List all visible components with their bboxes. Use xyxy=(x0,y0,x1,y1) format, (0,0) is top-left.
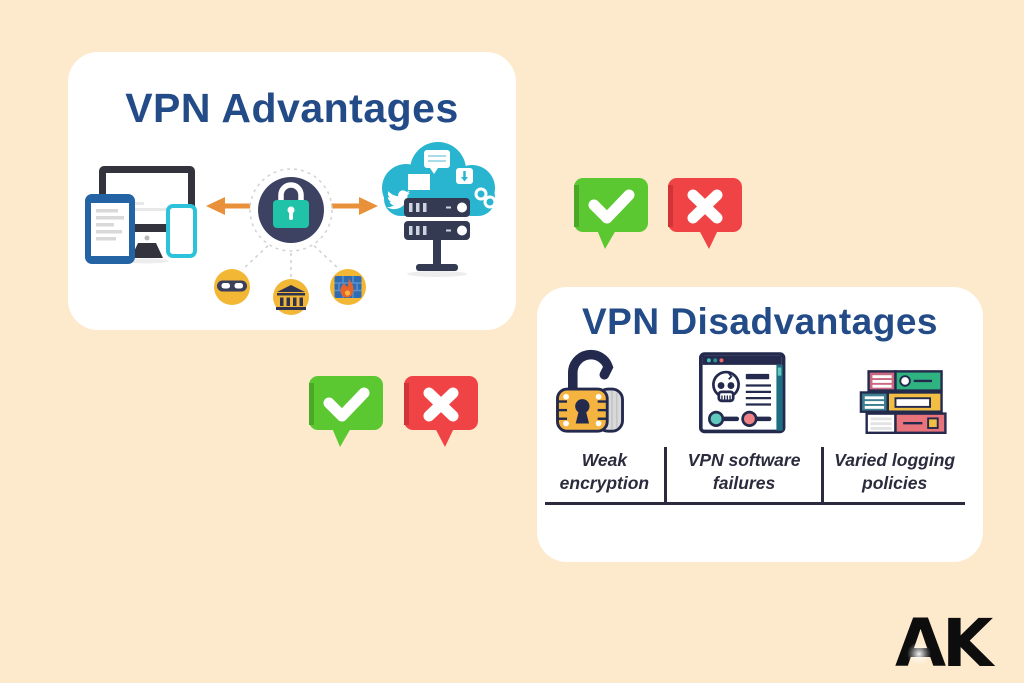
cross-bubble-icon xyxy=(668,178,742,249)
label-varied-logging-policies: Varied logging policies xyxy=(834,450,956,493)
label-weak-encryption: Weak encryption xyxy=(545,447,667,502)
vpn-disadvantages-card: VPN Disadvantages xyxy=(537,287,983,562)
advantages-title: VPN Advantages xyxy=(125,85,459,131)
vpn-encryption-lock-icon xyxy=(249,168,333,252)
check-bubble-icon xyxy=(574,178,648,249)
browser-skull-icon xyxy=(699,352,786,434)
disadvantages-title: VPN Disadvantages xyxy=(581,301,939,342)
logo-glow xyxy=(907,642,931,666)
bank-icon xyxy=(273,279,309,315)
spy-mask-icon xyxy=(214,269,250,305)
check-bubble-icon xyxy=(309,376,383,447)
open-padlock-icon xyxy=(556,349,624,433)
cross-bubble-icon xyxy=(404,376,478,447)
books-stack-icon xyxy=(859,370,947,434)
vpn-advantages-card: VPN Advantages xyxy=(68,52,516,330)
cloud-server-icon xyxy=(382,142,497,277)
vpn-advantages-illustration xyxy=(85,142,497,315)
ak-logo-text: AK xyxy=(895,605,996,680)
ak-logo: AK xyxy=(895,605,1000,680)
disadvantages-labels-row: Weak encryption VPN software failures Va… xyxy=(545,447,965,505)
dotted-connectors xyxy=(241,240,341,278)
firewall-icon xyxy=(330,269,366,305)
computer-devices-icon xyxy=(85,166,197,264)
label-vpn-software-failures: VPN software failures xyxy=(667,447,825,502)
